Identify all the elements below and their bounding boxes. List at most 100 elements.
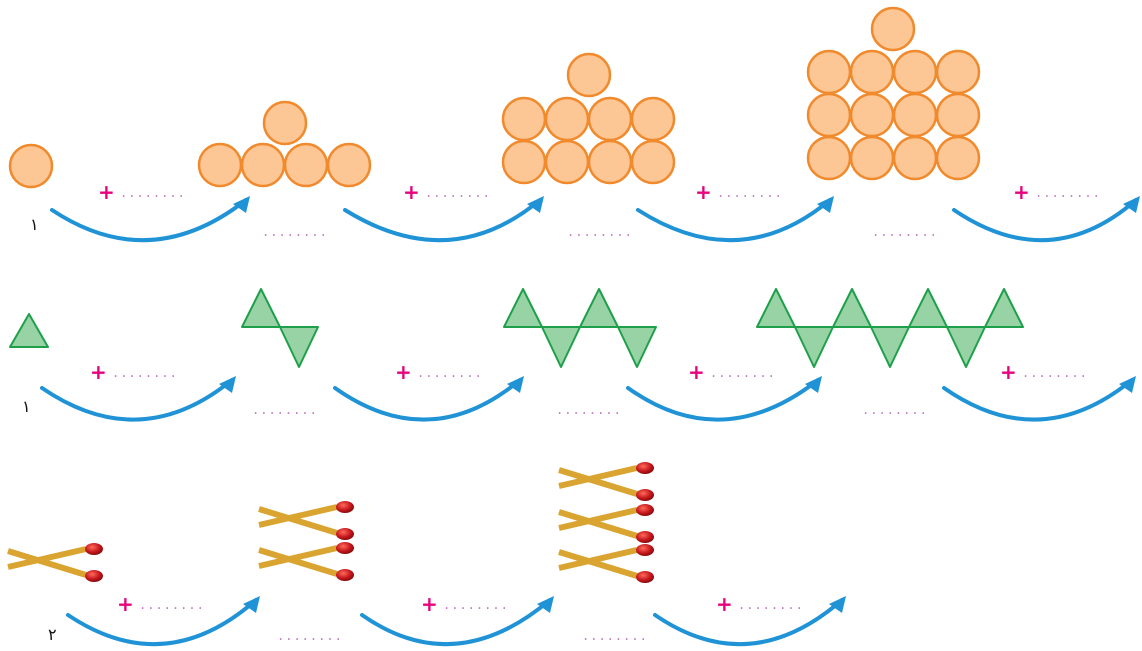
addend-blank[interactable]: ........ (710, 366, 776, 380)
arrowhead-icon (243, 596, 260, 613)
plus-sign: + (395, 360, 412, 384)
circle (935, 92, 981, 138)
matchstick-figure-3 (558, 462, 654, 583)
triangle-up (579, 288, 619, 328)
triangle-up (756, 288, 796, 328)
row-3-start-number: ۲ (48, 625, 57, 644)
curved-arrow-icon (333, 378, 522, 422)
plus-sign: + (695, 180, 712, 204)
curved-arrow-icon (626, 378, 820, 422)
addend-blank[interactable]: ........ (112, 366, 178, 380)
row-1-step-4: + ........ (952, 180, 1140, 243)
circle (849, 92, 895, 138)
circle-figure-1 (8, 143, 54, 189)
triangle-down (279, 326, 319, 368)
arrowhead-icon (537, 596, 554, 613)
curved-arrow-icon (952, 198, 1138, 243)
triangle-figure-4 (756, 288, 1024, 368)
triangle-down (617, 326, 657, 368)
circle (870, 6, 916, 52)
matchstick-pair-icon (558, 504, 654, 543)
circle-figure-4 (806, 6, 981, 181)
curved-arrow-icon (636, 198, 832, 243)
plus-sign: + (90, 360, 107, 384)
row-2-start-number: ۱ (22, 397, 31, 416)
answer-blank[interactable]: ........ (252, 403, 318, 417)
curved-arrow-icon (66, 598, 258, 647)
answer-blank[interactable]: ........ (567, 225, 633, 239)
addend-blank[interactable]: ........ (417, 366, 483, 380)
circle (587, 139, 633, 185)
arrowhead-icon (817, 196, 834, 213)
curved-arrow-icon (360, 598, 552, 647)
addend-blank[interactable]: ........ (139, 598, 205, 612)
curved-arrow-icon (653, 598, 844, 647)
curved-arrow-icon (50, 198, 248, 243)
plus-sign: + (1000, 360, 1017, 384)
triangle-figure-3 (503, 288, 657, 368)
circle (544, 139, 590, 185)
row-1-step-1: + ........ (50, 180, 250, 243)
row-2-step-4: + ........ (942, 360, 1136, 422)
triangle-down (946, 326, 986, 368)
circle (240, 142, 286, 188)
answer-blank[interactable]: ........ (262, 225, 328, 239)
circle-figure-3 (501, 52, 676, 185)
circle (630, 96, 676, 142)
row-3-step-3: + ........ (653, 592, 846, 647)
row-3-step-2: + ........ (360, 592, 554, 647)
plus-sign: + (421, 592, 438, 616)
triangle-up (908, 288, 948, 328)
addend-blank[interactable]: ........ (738, 598, 804, 612)
triangle-up (984, 288, 1024, 328)
answer-blank[interactable]: ........ (582, 629, 648, 643)
addend-blank[interactable]: ........ (717, 186, 783, 200)
circle (935, 135, 981, 181)
addend-blank[interactable]: ........ (1022, 366, 1088, 380)
answer-blank[interactable]: ........ (862, 403, 928, 417)
plus-sign: + (98, 180, 115, 204)
circle (630, 139, 676, 185)
circle (544, 96, 590, 142)
arrowhead-icon (527, 196, 544, 213)
matchstick-pair-icon (258, 501, 354, 540)
circle (849, 49, 895, 95)
triangle-up (9, 313, 49, 348)
plus-sign: + (688, 360, 705, 384)
circle-figure-2 (197, 100, 372, 188)
matchstick-pair-icon (558, 544, 654, 583)
circle (501, 96, 547, 142)
curved-arrow-icon (343, 198, 542, 243)
circle (8, 143, 54, 189)
addend-blank[interactable]: ........ (443, 598, 509, 612)
addend-blank[interactable]: ........ (1035, 186, 1101, 200)
circle (806, 49, 852, 95)
arrowhead-icon (219, 376, 236, 393)
arrowhead-icon (1119, 376, 1136, 393)
answer-blank[interactable]: ........ (872, 225, 938, 239)
plus-sign: + (403, 180, 420, 204)
circle (262, 100, 308, 146)
answer-blank[interactable]: ........ (277, 629, 343, 643)
circle (892, 49, 938, 95)
matchstick-pair-icon (558, 462, 654, 501)
triangle-down (541, 326, 581, 368)
circle (326, 142, 372, 188)
circle (935, 49, 981, 95)
addend-blank[interactable]: ........ (120, 186, 186, 200)
row-2-step-1: + ........ (40, 360, 236, 422)
circle (806, 92, 852, 138)
row-circles: ۱ (8, 6, 1140, 243)
addend-blank[interactable]: ........ (425, 186, 491, 200)
plus-sign: + (117, 592, 134, 616)
circle (197, 142, 243, 188)
row-2-step-3: + ........ (626, 360, 822, 422)
matchstick-figure-2 (258, 501, 354, 581)
circle (892, 92, 938, 138)
plus-sign: + (1013, 180, 1030, 204)
triangle-up (241, 288, 281, 328)
matchstick-pair-icon (258, 542, 354, 581)
arrowhead-icon (805, 376, 822, 393)
answer-blank[interactable]: ........ (556, 403, 622, 417)
